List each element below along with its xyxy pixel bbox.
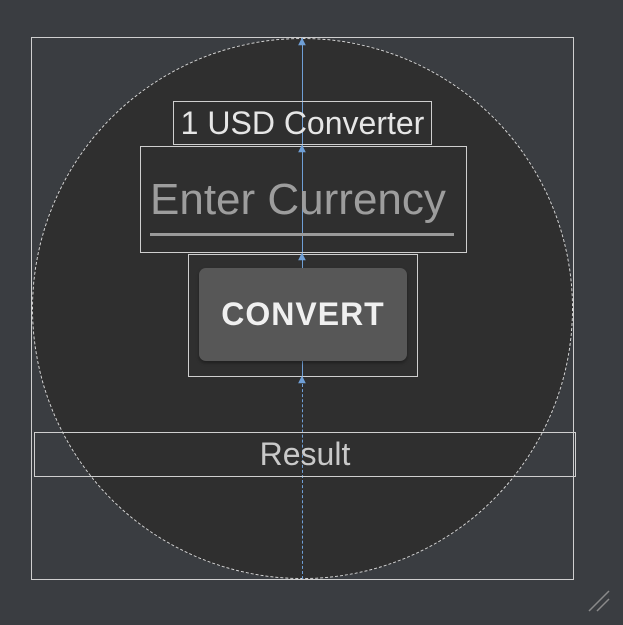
currency-input[interactable] <box>150 167 454 236</box>
result-textview: Result <box>34 432 576 477</box>
layout-frame <box>31 37 574 580</box>
chevron-up-icon: ▲ <box>298 143 306 154</box>
result-label: Result <box>259 436 351 472</box>
chevron-up-icon: ▲ <box>298 251 306 262</box>
title-textview: 1 USD Converter <box>173 101 432 145</box>
convert-button[interactable]: CONVERT <box>199 268 407 361</box>
convert-button-container: CONVERT <box>188 254 418 377</box>
currency-input-container <box>140 146 467 253</box>
resize-grip-icon[interactable] <box>585 587 611 613</box>
chevron-up-icon: ▲ <box>298 36 306 47</box>
vertical-guideline-dashed <box>302 379 303 579</box>
page-title: 1 USD Converter <box>180 104 425 141</box>
chevron-up-icon: ▲ <box>298 374 306 385</box>
